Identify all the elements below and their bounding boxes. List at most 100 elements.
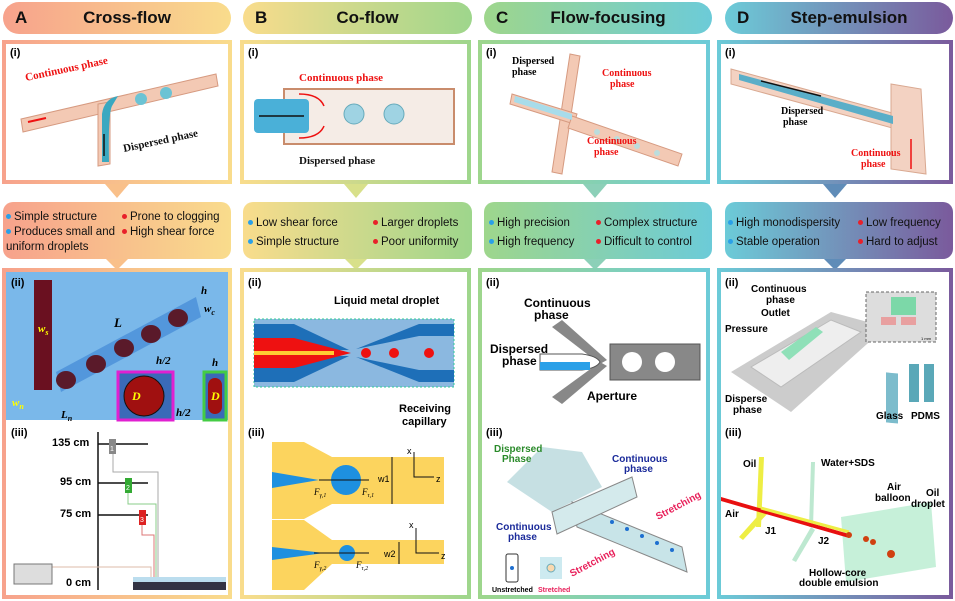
sub-label: (iii): [248, 427, 265, 439]
sub-label: (i): [725, 47, 736, 59]
force-tau-2: Fτ,2: [355, 560, 368, 572]
pro-item: Produces small and uniform droplets: [6, 226, 115, 253]
hollow-core-label: Hollow-core: [809, 568, 867, 579]
outlet-label: Outlet: [761, 308, 791, 319]
axis-z: z: [441, 551, 446, 561]
con-item: Hard to adjust: [858, 235, 941, 250]
dispersed-label: Dispersed: [490, 342, 548, 356]
continuous-label: Continuous: [587, 136, 637, 147]
stretching-label: Stretching: [654, 490, 703, 523]
dim-h-half: h/2: [156, 355, 171, 367]
arrow-down-icon: [583, 258, 607, 270]
panel-letter: B: [255, 8, 268, 27]
arrow-down-icon: [344, 258, 368, 270]
arrow-down-icon: [344, 184, 368, 198]
panel-c-i: (i) Dispersed phase Continuous phase Con…: [478, 40, 710, 184]
panel-d-i: (i) Dispersed phase Continuous phase: [717, 40, 953, 184]
force-gamma-2: Fγ,2: [313, 560, 326, 572]
dim-wn: wn: [12, 397, 24, 411]
con-item: Difficult to control: [596, 235, 697, 250]
dim-h-half: h/2: [176, 407, 191, 419]
continuous-label: Continuous: [751, 284, 807, 295]
axis-z: z: [436, 474, 441, 484]
receiving-capillary-label: Receiving: [399, 403, 451, 415]
continuous-phase-label: Continuous phase: [299, 72, 383, 84]
panel-d-ii-iii: (ii) 1 mm Continuous phase Outlet Pressu…: [717, 268, 953, 599]
arrow-down-icon: [105, 184, 129, 198]
panel-b-i: (i) Continuous phase Dispersed phase: [240, 40, 471, 184]
oil-droplet-label: droplet: [911, 499, 946, 510]
axis-x: x: [407, 446, 412, 456]
pro-item: High precision: [489, 216, 574, 231]
panel-title: Step-emulsion: [790, 8, 908, 27]
sub-label: (iii): [11, 427, 28, 439]
dim-L: L: [113, 315, 122, 330]
disperse-label: phase: [733, 405, 762, 416]
flow-focusing-illustration: Dispersed phase Continuous phase Continu…: [509, 53, 683, 175]
pro-item: Simple structure: [6, 210, 118, 225]
sub-label: (ii): [486, 277, 500, 289]
dim-D: D: [210, 389, 220, 403]
panel-letter: A: [15, 8, 28, 27]
header-cross-flow: A Cross-flow: [3, 2, 231, 34]
height-75: 75 cm: [60, 508, 91, 520]
sub-label: (ii): [725, 277, 739, 289]
sub-label: (ii): [11, 277, 25, 289]
height-0: 0 cm: [66, 577, 91, 589]
panel-a-ii-iii: (ii) L h wc ws wn Ln h/2 D h h/2 D (iii)…: [2, 268, 232, 599]
dispersed-label: phase: [783, 117, 808, 128]
dispersed-label: Dispersed: [781, 106, 824, 117]
force-tau-1: Fτ,1: [361, 487, 374, 499]
pro-item: Simple structure: [248, 235, 339, 250]
dispersed-phase-label: Dispersed phase: [122, 127, 199, 155]
glass-label: Glass: [876, 411, 904, 422]
arrow-down-icon: [105, 258, 129, 270]
sub-label: (ii): [248, 277, 262, 289]
height-135: 135 cm: [52, 437, 90, 449]
oil-label: Oil: [743, 459, 757, 470]
sub-label: (i): [486, 47, 497, 59]
continuous-label: Continuous: [496, 522, 552, 533]
pro-item: Stable operation: [728, 235, 840, 250]
step-emulsion-illustration: Dispersed phase Continuous phase: [730, 68, 927, 175]
cross-flow-details: (ii) L h wc ws wn Ln h/2 D h h/2 D (iii)…: [6, 272, 228, 590]
con-item: Larger droplets: [373, 216, 458, 231]
tube-label: 2: [126, 485, 130, 492]
dim-wc: wc: [204, 303, 215, 317]
sub-label: (iii): [486, 427, 503, 439]
aperture-label: Aperture: [587, 389, 637, 403]
continuous-label: Continuous: [851, 148, 901, 159]
stretching-label: Stretching: [568, 547, 617, 580]
flow-focusing-details: (ii) Continuous phase Dispersed phase Ap…: [486, 277, 703, 594]
sub-label: (iii): [725, 427, 742, 439]
pdms-label: PDMS: [911, 411, 940, 422]
arrow-down-icon: [823, 258, 847, 270]
con-item: Low frequency: [858, 216, 941, 231]
continuous-label: phase: [624, 464, 653, 475]
con-item: Poor uniformity: [373, 235, 458, 250]
axis-x: x: [409, 520, 414, 530]
oil-droplet-label: Oil: [926, 488, 940, 499]
tube-label: 1: [110, 446, 114, 453]
panel-c-ii-iii: (ii) Continuous phase Dispersed phase Ap…: [478, 268, 710, 599]
panel-b-ii-iii: (ii) Liquid metal droplet Receiving capi…: [240, 268, 471, 599]
tube-label: 3: [140, 517, 144, 524]
cross-flow-illustration: Continuous phase Dispersed phase: [20, 55, 219, 167]
panel-a-i: (i) Continuous phase Dispersed phase: [2, 40, 232, 184]
height-95: 95 cm: [60, 476, 91, 488]
dispersed-label: phase: [512, 67, 537, 78]
continuous-label: phase: [594, 147, 619, 158]
unstretched-label: Unstretched: [492, 587, 533, 594]
con-item: Complex structure: [596, 216, 697, 231]
panel-title: Cross-flow: [83, 8, 171, 27]
con-item: Prone to clogging: [122, 210, 220, 225]
co-flow-details: (ii) Liquid metal droplet Receiving capi…: [248, 277, 455, 590]
liquid-metal-label: Liquid metal droplet: [334, 295, 439, 307]
dim-Ln: Ln: [60, 409, 73, 423]
